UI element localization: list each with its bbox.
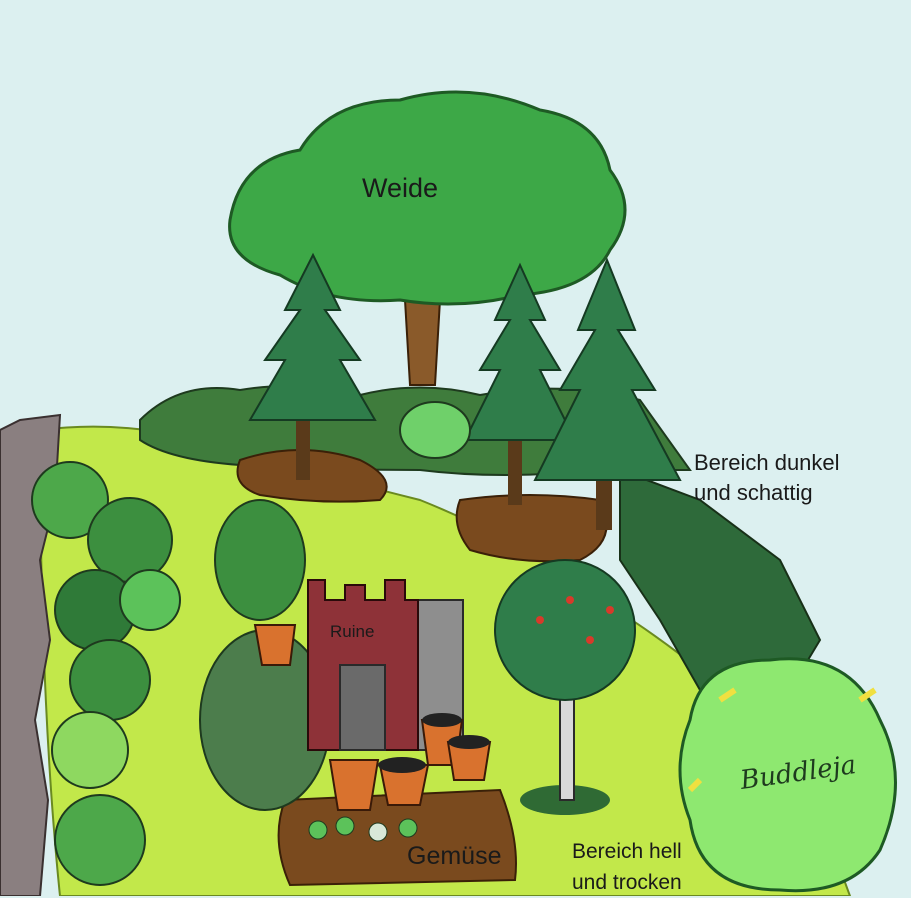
label-dunkel-line2: und schattig <box>694 480 813 505</box>
ruin-icon <box>307 579 464 751</box>
fir-tree-icon <box>248 252 377 480</box>
label-dunkel: Bereich dunkel und schattig <box>694 448 840 508</box>
label-hell-line1: Bereich hell <box>572 840 682 863</box>
label-gemuse: Gemüse <box>407 842 502 870</box>
fir-tree-icon <box>533 257 682 530</box>
soil-right <box>455 494 608 563</box>
flower-pot-icon <box>253 624 492 811</box>
fir-tree-icon <box>463 262 577 505</box>
label-dunkel-line1: Bereich dunkel <box>694 450 840 475</box>
shrub-icon <box>678 657 897 893</box>
label-hell-line2: und trocken <box>572 871 682 894</box>
fruit-tree-icon <box>494 559 636 815</box>
label-hell: Bereich hell und trocken <box>572 836 682 898</box>
willow-tree-icon <box>228 90 627 386</box>
label-weide: Weide <box>362 173 439 203</box>
shrub-icon <box>199 401 471 811</box>
label-ruine: Ruine <box>330 622 375 641</box>
shrub-icon <box>31 461 181 886</box>
soil-vegetable-bed <box>277 788 517 887</box>
vegetable-bed <box>308 816 418 842</box>
